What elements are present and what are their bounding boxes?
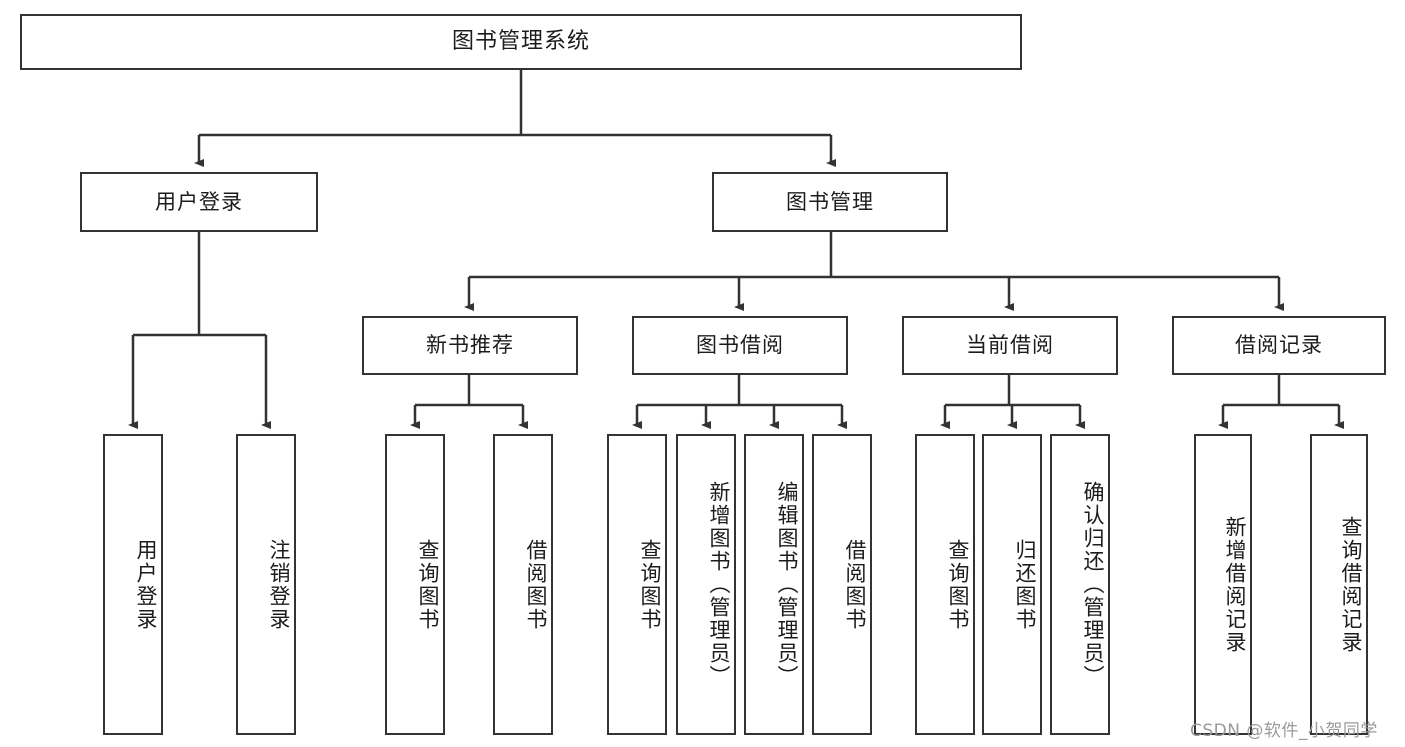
node-user-login[interactable]: 用户登录 <box>80 172 318 232</box>
leaf-br-query-record[interactable]: 查询借阅记录 <box>1310 434 1368 735</box>
node-user-login-label: 用户登录 <box>155 189 243 214</box>
leaf-logout-label: 注销登录 <box>267 538 291 631</box>
leaf-user-login[interactable]: 用户登录 <box>103 434 163 735</box>
leaf-bb-query-book[interactable]: 查询图书 <box>607 434 667 735</box>
node-book-management-label: 图书管理 <box>786 189 874 214</box>
node-borrow-record-label: 借阅记录 <box>1235 333 1323 358</box>
leaf-br-query-record-label: 查询借阅记录 <box>1339 515 1363 654</box>
node-current-borrow-label: 当前借阅 <box>966 333 1054 358</box>
node-current-borrow[interactable]: 当前借阅 <box>902 316 1118 375</box>
leaf-bb-borrow-book[interactable]: 借阅图书 <box>812 434 872 735</box>
leaf-bb-edit-book-label: 编辑图书（管理员） <box>775 481 799 688</box>
leaf-nb-query-book[interactable]: 查询图书 <box>385 434 445 735</box>
leaf-nb-query-book-label: 查询图书 <box>416 538 440 631</box>
leaf-cb-return-book[interactable]: 归还图书 <box>982 434 1042 735</box>
leaf-user-login-label: 用户登录 <box>134 538 158 631</box>
leaf-cb-query-book[interactable]: 查询图书 <box>915 434 975 735</box>
leaf-logout[interactable]: 注销登录 <box>236 434 296 735</box>
leaf-br-add-record[interactable]: 新增借阅记录 <box>1194 434 1252 735</box>
leaf-bb-edit-book[interactable]: 编辑图书（管理员） <box>744 434 804 735</box>
leaf-br-add-record-label: 新增借阅记录 <box>1223 515 1247 654</box>
node-new-book-recommend-label: 新书推荐 <box>426 333 514 358</box>
node-book-borrow[interactable]: 图书借阅 <box>632 316 848 375</box>
leaf-nb-borrow-book-label: 借阅图书 <box>524 538 548 631</box>
leaf-bb-add-book-label: 新增图书（管理员） <box>707 481 731 688</box>
node-book-borrow-label: 图书借阅 <box>696 333 784 358</box>
leaf-bb-add-book[interactable]: 新增图书（管理员） <box>676 434 736 735</box>
leaf-cb-confirm-return[interactable]: 确认归还（管理员） <box>1050 434 1110 735</box>
leaf-bb-borrow-book-label: 借阅图书 <box>843 538 867 631</box>
leaf-bb-query-book-label: 查询图书 <box>638 538 662 631</box>
node-borrow-record[interactable]: 借阅记录 <box>1172 316 1386 375</box>
leaf-nb-borrow-book[interactable]: 借阅图书 <box>493 434 553 735</box>
leaf-cb-confirm-return-label: 确认归还（管理员） <box>1081 481 1105 688</box>
watermark: CSDN @软件_小贺同学 <box>1190 721 1378 741</box>
node-new-book-recommend[interactable]: 新书推荐 <box>362 316 578 375</box>
leaf-cb-return-book-label: 归还图书 <box>1013 538 1037 631</box>
node-root[interactable]: 图书管理系统 <box>20 14 1022 70</box>
leaf-cb-query-book-label: 查询图书 <box>946 538 970 631</box>
node-book-management[interactable]: 图书管理 <box>712 172 948 232</box>
node-root-label: 图书管理系统 <box>451 28 590 54</box>
